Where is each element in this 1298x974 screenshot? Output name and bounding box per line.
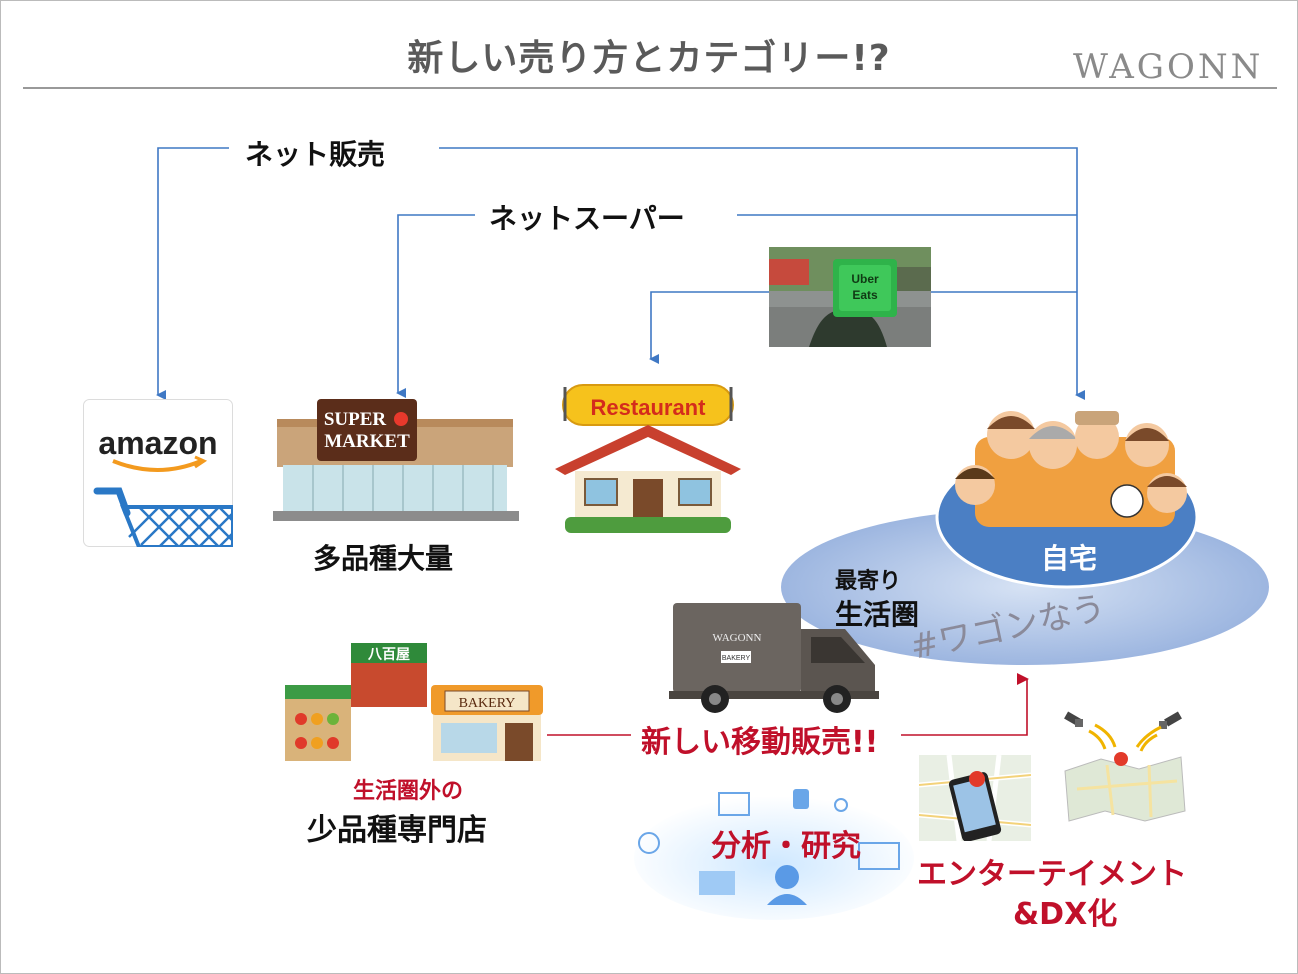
bakery-sign-text: BAKERY (459, 696, 516, 711)
truck-tag-text: BAKERY (722, 655, 751, 662)
mobile-to-home-arrow (901, 673, 1029, 736)
truck-brand-text: WAGONN (713, 632, 762, 644)
amazon-wordmark: amazon (98, 425, 217, 461)
restaurant-illustration: Restaurant (555, 384, 741, 533)
entertainment-label-line-2: &DX化 (1013, 897, 1118, 932)
uber-bag-text-2: Eats (852, 288, 878, 302)
supermarket-illustration: SUPER MARKET (273, 399, 519, 521)
analysis-label: 分析・研究 (711, 829, 861, 864)
home-label: 自宅 (1041, 542, 1098, 575)
title-divider (23, 87, 1277, 89)
net-sales-arrow-to-home (439, 147, 1085, 400)
amazon-logo-card: amazon (83, 399, 233, 547)
analysis-illustration (634, 789, 914, 920)
specialty-caption-black: 少品種専門店 (307, 813, 487, 848)
home-area (781, 411, 1269, 665)
route-label-net-super: ネットスーパー (489, 202, 685, 235)
nearby-label-line-1: 最寄り (835, 569, 902, 594)
specialty-shops-illustration: 八百屋 BAKERY (285, 643, 543, 761)
mobile-sales-truck: WAGONN BAKERY (669, 603, 879, 713)
uber-eats-courier-photo: Uber Eats (769, 247, 931, 347)
gps-pin-icon (1114, 752, 1128, 766)
nearby-label-line-2: 生活圏 (835, 598, 920, 631)
specialty-caption-red: 生活圏外の (353, 779, 464, 804)
shopping-cart-icon (93, 487, 233, 547)
net-sales-arrow-to-amazon (156, 147, 229, 400)
uber-arrow-to-restaurant (649, 291, 769, 364)
family-illustration (955, 411, 1187, 527)
brand-logo: WAGONN (1073, 47, 1264, 87)
map-pin-icon (969, 771, 985, 787)
gps-map-illustration (1064, 711, 1186, 822)
page-title: 新しい売り方とカテゴリー!? (407, 38, 891, 79)
supermarket-sign-line-2: MARKET (324, 431, 410, 452)
restaurant-sign-text: Restaurant (591, 395, 707, 420)
supermarket-caption: 多品種大量 (313, 542, 454, 575)
supermarket-sign-line-1: SUPER (324, 409, 387, 430)
route-label-net-sales: ネット販売 (245, 138, 386, 171)
map-smartphone-illustration (919, 755, 1031, 841)
greengrocer-sign-text: 八百屋 (367, 647, 410, 663)
uber-bag-text-1: Uber (851, 272, 879, 286)
net-super-arrow-to-supermarket (396, 214, 475, 398)
satellite-icon-left (1064, 711, 1083, 727)
mobile-sales-label: 新しい移動販売!! (641, 725, 879, 760)
entertainment-label-line-1: エンターテイメント (917, 857, 1187, 892)
satellite-icon-right (1159, 711, 1182, 729)
